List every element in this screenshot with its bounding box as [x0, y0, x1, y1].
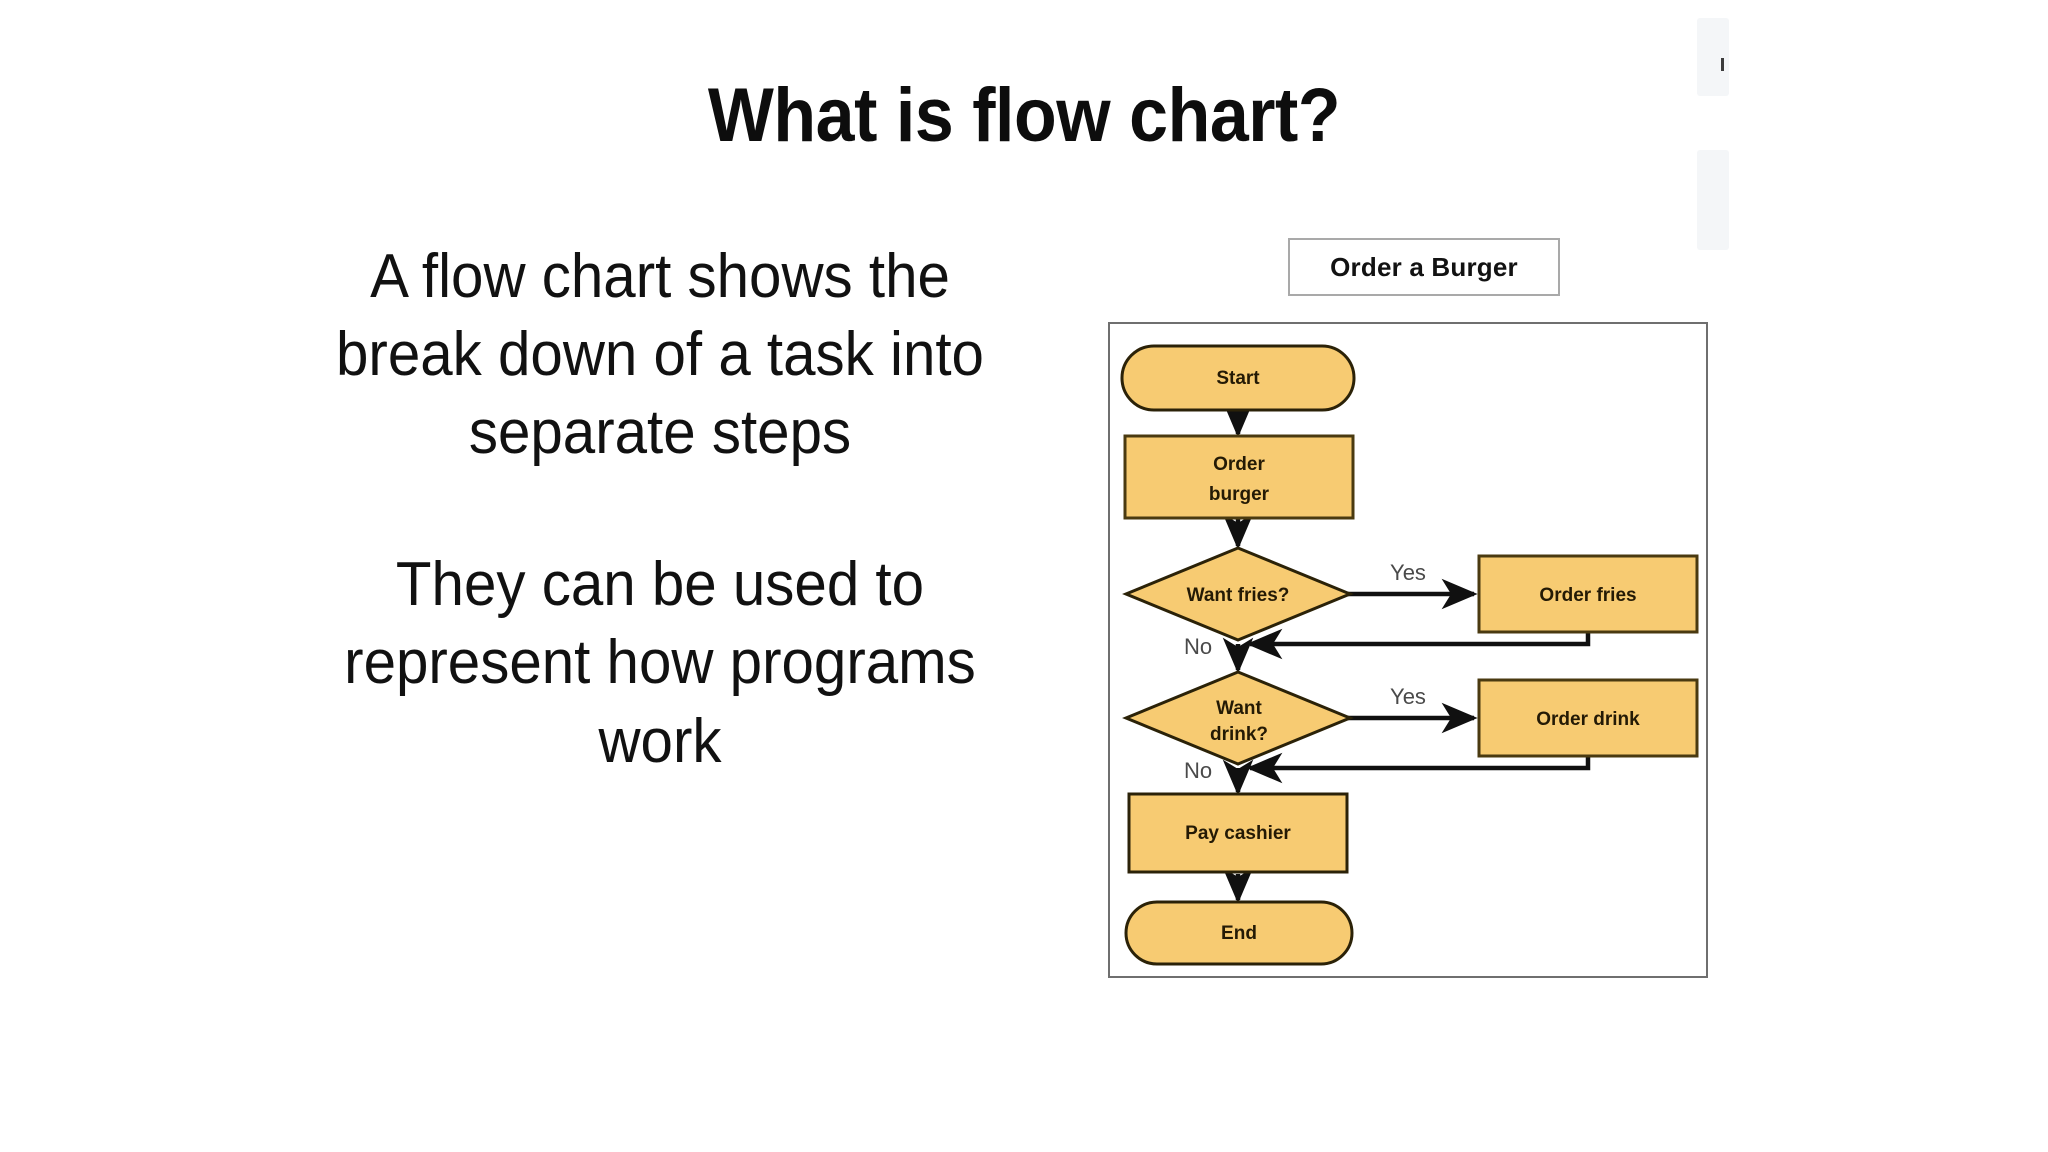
ghost-panel-lower: [1697, 150, 1729, 250]
want-drink-label-line2: drink?: [1210, 724, 1268, 745]
order-drink-shape: [1477, 678, 1699, 758]
flowchart-node-pay-cashier[interactable]: Pay cashier: [1127, 792, 1349, 874]
ghost-tick-mark: [1721, 58, 1724, 71]
order-burger-shape: [1123, 434, 1355, 520]
body-paragraph-1: A flow chart shows the break down of a t…: [336, 242, 984, 468]
want-fries-label: Want fries?: [1187, 585, 1290, 606]
end-shape: [1124, 900, 1354, 966]
edge-label-drink-yes: Yes: [1390, 684, 1426, 709]
end-label: End: [1221, 923, 1257, 944]
flowchart-figure: Order a Burger Start: [1108, 238, 1712, 998]
connector-group: [1222, 401, 1478, 904]
slide-text-column: A flow chart shows the break down of a t…: [300, 238, 1020, 781]
want-fries-shape: [1122, 546, 1354, 642]
edge-label-drink-no: No: [1184, 758, 1212, 783]
page-title: What is flow chart?: [707, 73, 1341, 158]
ghost-panel-top: [1697, 18, 1729, 96]
edge-label-fries-no: No: [1184, 634, 1212, 659]
flowchart-node-want-fries[interactable]: Want fries?: [1122, 546, 1354, 642]
pay-cashier-label: Pay cashier: [1185, 823, 1291, 844]
flowchart-caption: Order a Burger: [1288, 238, 1560, 296]
flowchart-node-want-drink[interactable]: Want drink?: [1122, 670, 1354, 766]
want-drink-label-line1: Want: [1216, 698, 1262, 719]
flowchart-diagram: Start Order burger Want fries? Order fri…: [1120, 344, 1699, 966]
flowchart-node-order-fries[interactable]: Order fries: [1477, 554, 1699, 634]
edge-label-fries-yes: Yes: [1390, 560, 1426, 585]
flowchart-node-start[interactable]: Start: [1120, 344, 1356, 412]
pay-cashier-shape: [1127, 792, 1349, 874]
want-drink-shape: [1122, 670, 1354, 766]
flowchart-node-order-drink[interactable]: Order drink: [1477, 678, 1699, 758]
edge-order-drink-return: [1246, 752, 1591, 784]
order-burger-label-line1: Order: [1213, 454, 1265, 475]
order-drink-label: Order drink: [1536, 709, 1640, 730]
flowchart-node-end[interactable]: End: [1124, 900, 1354, 966]
order-fries-label: Order fries: [1539, 585, 1636, 606]
edge-order-fries-return: [1246, 628, 1591, 660]
flowchart-node-order-burger[interactable]: Order burger: [1123, 434, 1355, 520]
start-label: Start: [1216, 368, 1260, 389]
start-shape: [1120, 344, 1356, 412]
order-fries-shape: [1477, 554, 1699, 634]
order-burger-label-line2: burger: [1209, 484, 1270, 505]
body-paragraph-2: They can be used to represent how progra…: [344, 550, 976, 776]
